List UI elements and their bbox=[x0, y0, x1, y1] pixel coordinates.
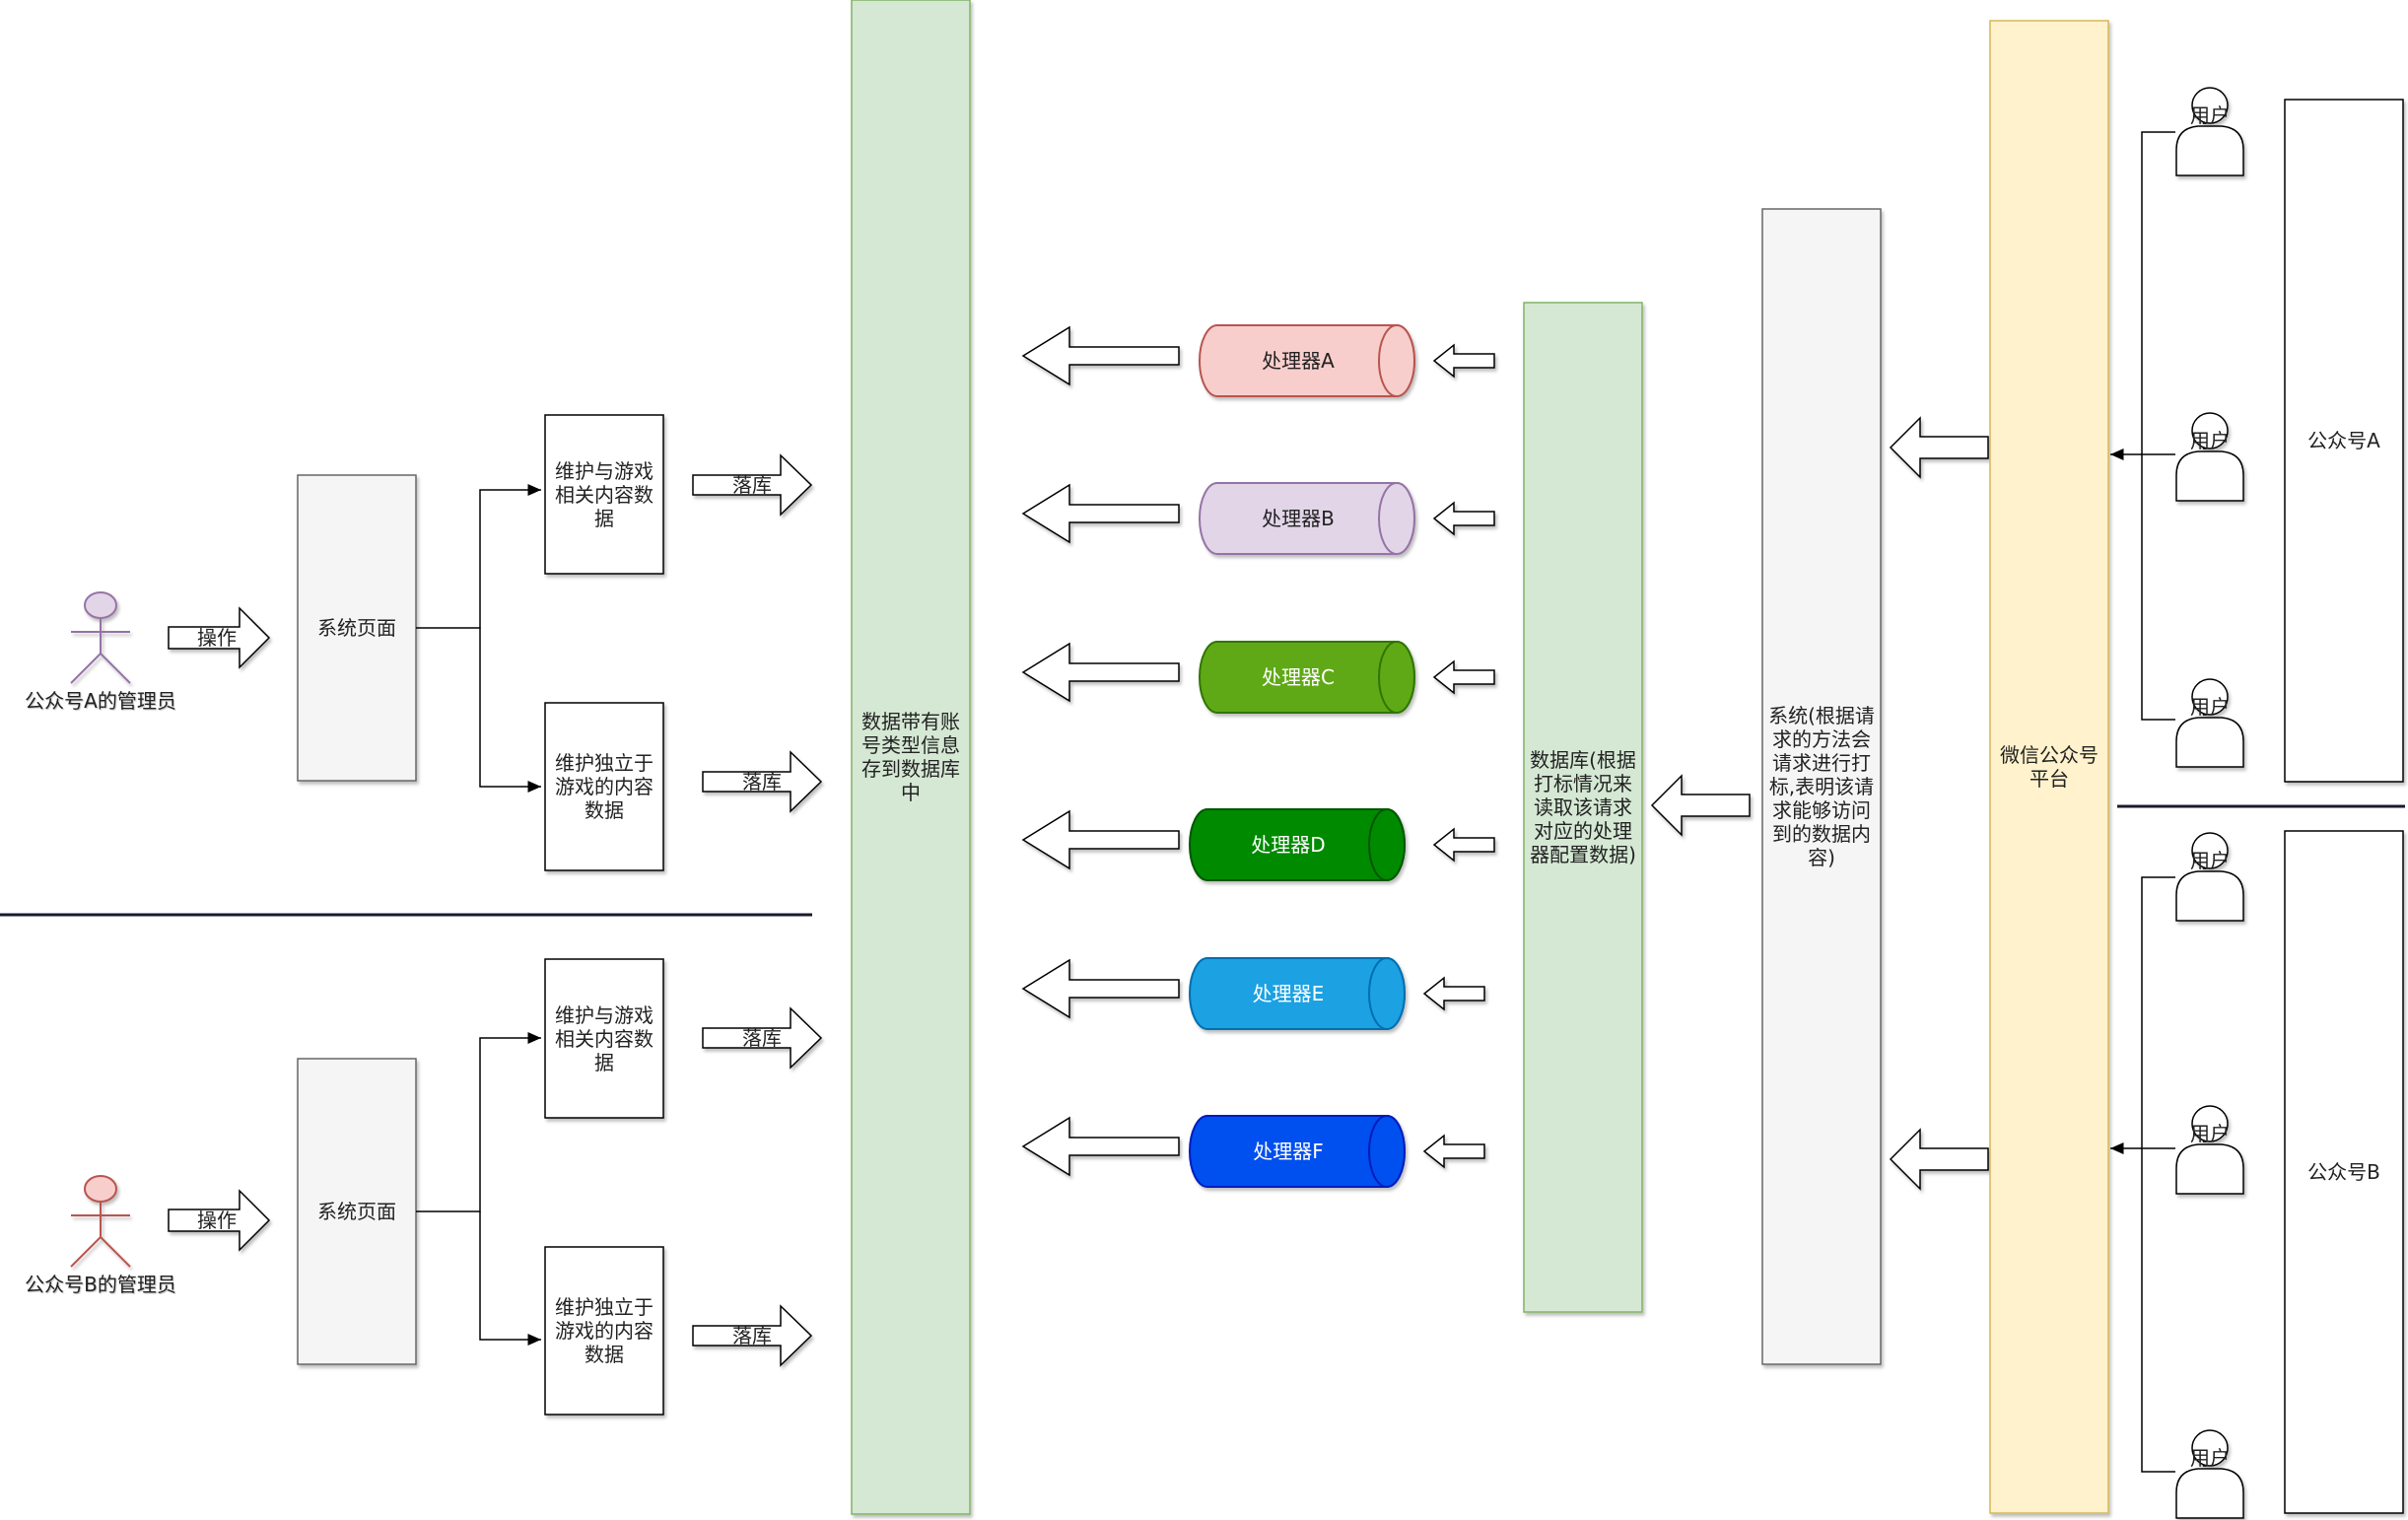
store-arrow-b2 bbox=[692, 1304, 813, 1367]
processor-f-cylinder bbox=[1189, 1115, 1406, 1188]
db-to-processor-arrow-b bbox=[1432, 501, 1495, 536]
processor-to-storage-arrow-a bbox=[1021, 325, 1180, 386]
system-arrow-top bbox=[1889, 416, 1989, 479]
processor-a-cylinder bbox=[1199, 324, 1415, 397]
user-icon bbox=[2175, 678, 2244, 768]
system-arrow-bottom bbox=[1889, 1128, 1989, 1191]
user-icon bbox=[2175, 1429, 2244, 1519]
platform-column bbox=[1989, 20, 2109, 1514]
connector-a bbox=[416, 484, 541, 793]
processor-to-storage-arrow-c bbox=[1021, 642, 1180, 703]
account-a-box bbox=[2284, 99, 2404, 783]
processor-layer bbox=[1021, 324, 1495, 1188]
operate-arrow-b bbox=[168, 1189, 271, 1252]
game-independent-data-b bbox=[544, 1246, 664, 1416]
system-page-a bbox=[297, 474, 417, 782]
db-to-processor-arrow-a bbox=[1432, 343, 1495, 379]
processor-to-storage-arrow-f bbox=[1021, 1116, 1180, 1177]
storage-column bbox=[851, 0, 971, 1515]
db-to-processor-arrow-d bbox=[1432, 827, 1495, 863]
database-column bbox=[1523, 302, 1643, 1313]
game-related-data-b bbox=[544, 958, 664, 1119]
operate-arrow-a bbox=[168, 606, 271, 669]
processor-c-cylinder bbox=[1199, 641, 1415, 714]
processor-to-storage-arrow-e bbox=[1021, 958, 1180, 1019]
user-layer bbox=[2175, 87, 2244, 1519]
store-arrow-a1 bbox=[692, 453, 813, 517]
db-to-processor-arrow-e bbox=[1422, 976, 1485, 1011]
db-arrow bbox=[1650, 774, 1751, 837]
system-page-b bbox=[297, 1058, 417, 1365]
user-icon bbox=[2175, 1105, 2244, 1195]
store-arrow-b1 bbox=[702, 1006, 823, 1070]
processor-to-storage-arrow-b bbox=[1021, 483, 1180, 544]
user-icon bbox=[2175, 412, 2244, 502]
manager-a-actor bbox=[70, 591, 131, 684]
account-b-box bbox=[2284, 830, 2404, 1514]
game-related-data-a bbox=[544, 414, 664, 575]
user-icon bbox=[2175, 87, 2244, 176]
user-icon bbox=[2175, 832, 2244, 922]
db-to-processor-arrow-f bbox=[1422, 1134, 1485, 1169]
game-independent-data-a bbox=[544, 702, 664, 871]
connector-b bbox=[416, 1032, 541, 1346]
processor-d-cylinder bbox=[1189, 808, 1406, 881]
processor-b-cylinder bbox=[1199, 482, 1415, 555]
manager-b-actor bbox=[70, 1175, 131, 1268]
user-connectors-b bbox=[2110, 876, 2175, 1473]
processor-to-storage-arrow-d bbox=[1021, 809, 1180, 870]
processor-e-cylinder bbox=[1189, 957, 1406, 1030]
user-connectors-a bbox=[2110, 131, 2175, 721]
system-column bbox=[1761, 208, 1882, 1365]
db-to-processor-arrow-c bbox=[1432, 659, 1495, 695]
store-arrow-a2 bbox=[702, 750, 823, 813]
